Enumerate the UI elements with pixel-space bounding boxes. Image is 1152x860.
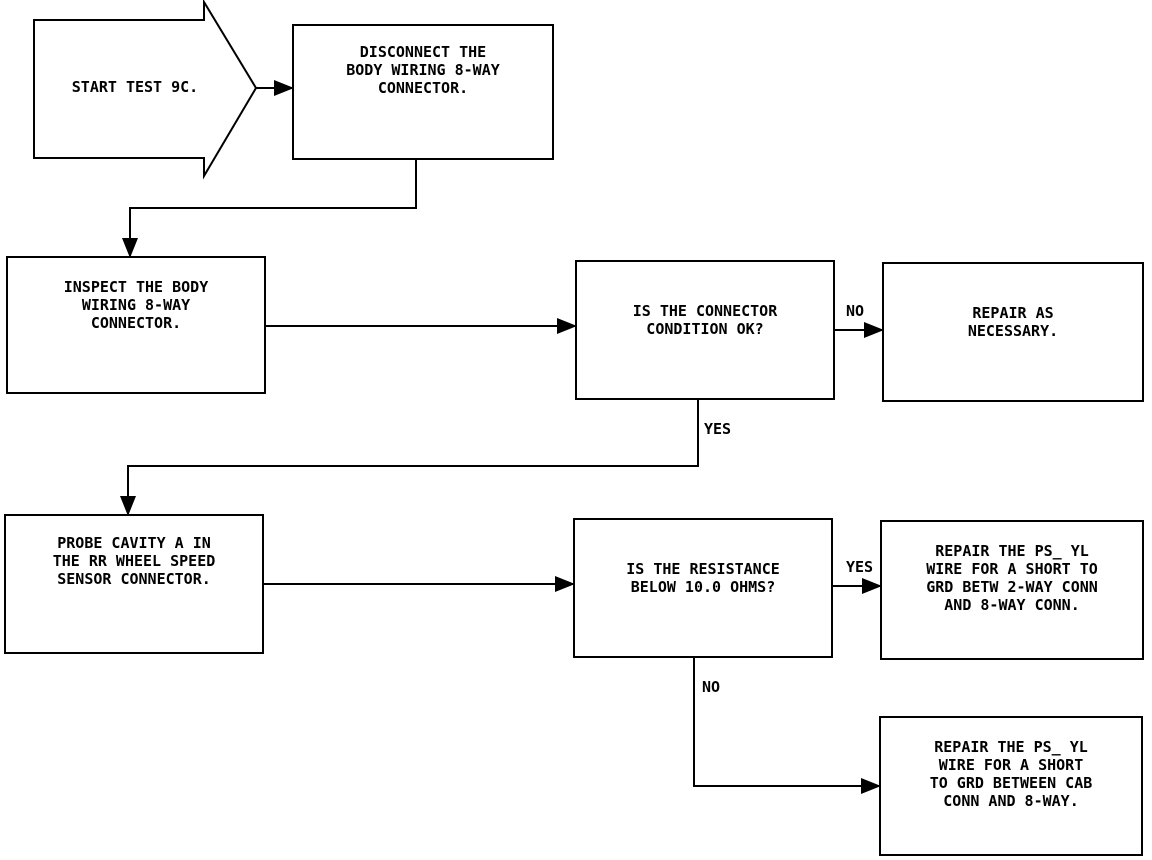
line: IS THE CONNECTOR (632, 302, 778, 320)
condition-ok-box: IS THE CONNECTOR CONDITION OK? (575, 260, 835, 400)
inspect-connector-box: INSPECT THE BODY WIRING 8-WAY CONNECTOR. (6, 256, 266, 394)
line: WIRING 8-WAY (81, 296, 191, 314)
start-label: START TEST 9C. (71, 78, 199, 96)
line: AND 8-WAY CONN. (944, 596, 1080, 614)
disconnect-connector-box: DISCONNECT THE BODY WIRING 8-WAY CONNECT… (292, 24, 554, 160)
repair-short-cab-box: REPAIR THE PS_ YL WIRE FOR A SHORT TO GR… (879, 716, 1143, 856)
start-arrow-shape (33, 0, 258, 180)
line: CONNECTOR. (377, 79, 469, 97)
line: PROBE CAVITY A IN (57, 534, 211, 552)
line: THE RR WHEEL SPEED (52, 552, 216, 570)
line: DISCONNECT THE (359, 43, 487, 61)
probe-cavity-box: PROBE CAVITY A IN THE RR WHEEL SPEED SEN… (4, 514, 264, 654)
line: CONDITION OK? (646, 320, 764, 338)
condition-yes-label: YES (704, 420, 732, 438)
line: REPAIR THE PS_ YL (935, 542, 1089, 560)
line: NECESSARY. (967, 322, 1059, 340)
line: CONN AND 8-WAY. (943, 792, 1079, 810)
line: INSPECT THE BODY (63, 278, 209, 296)
line: SENSOR CONNECTOR. (57, 570, 211, 588)
line: REPAIR THE PS_ YL (934, 738, 1088, 756)
arrow-disconnect-to-inspect (122, 160, 417, 258)
arrow-resistance-to-repair-cab (693, 658, 881, 794)
resistance-check-box: IS THE RESISTANCE BELOW 10.0 OHMS? (573, 518, 833, 658)
line: GRD BETW 2-WAY CONN (926, 578, 1098, 596)
line: IS THE RESISTANCE (626, 560, 780, 578)
line: TO GRD BETWEEN CAB (929, 774, 1093, 792)
line: WIRE FOR A SHORT (938, 756, 1084, 774)
line: BODY WIRING 8-WAY (346, 61, 500, 79)
repair-short-2way-box: REPAIR THE PS_ YL WIRE FOR A SHORT TO GR… (880, 520, 1144, 660)
line: BELOW 10.0 OHMS? (630, 578, 776, 596)
line: WIRE FOR A SHORT TO (926, 560, 1098, 578)
resistance-no-label: NO (702, 678, 721, 696)
resistance-yes-label: YES (846, 558, 874, 576)
line: REPAIR AS (972, 304, 1054, 322)
condition-no-label: NO (846, 302, 865, 320)
repair-as-necessary-box: REPAIR AS NECESSARY. (882, 262, 1144, 402)
line: CONNECTOR. (90, 314, 182, 332)
arrow-condition-to-probe (120, 400, 699, 516)
